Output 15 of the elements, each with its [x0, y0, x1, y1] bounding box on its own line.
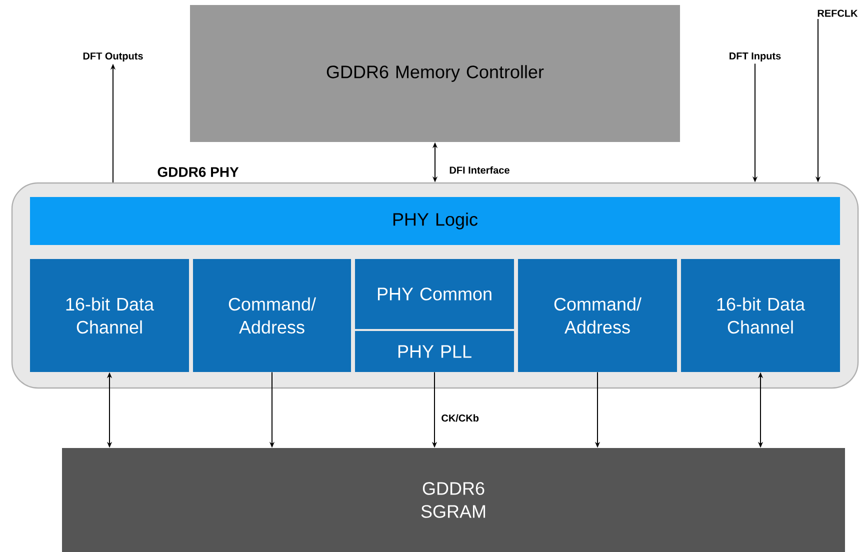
block-box: Command/ Address	[518, 259, 677, 372]
edge-label: CK/CKb	[440, 413, 480, 423]
block-box: 16-bit Data Channel	[681, 259, 840, 372]
block-box: Command/ Address	[193, 259, 351, 372]
node-label: GDDR6 PHY	[158, 167, 239, 177]
signal-label: DFT Inputs	[730, 52, 781, 62]
signal-label: DFT Outputs	[83, 52, 143, 62]
block-box: PHY Common	[355, 259, 514, 329]
block-box: PHY PLL	[355, 331, 514, 372]
memory-box: GDDR6 SGRAM	[62, 448, 845, 552]
logic-bar: PHY Logic	[30, 197, 840, 245]
edge-label: DFI Interface	[448, 165, 511, 175]
controller-box: GDDR6 Memory Controller	[190, 5, 680, 142]
block-box: 16-bit Data Channel	[30, 259, 189, 372]
signal-label: REFCLK	[818, 10, 858, 17]
